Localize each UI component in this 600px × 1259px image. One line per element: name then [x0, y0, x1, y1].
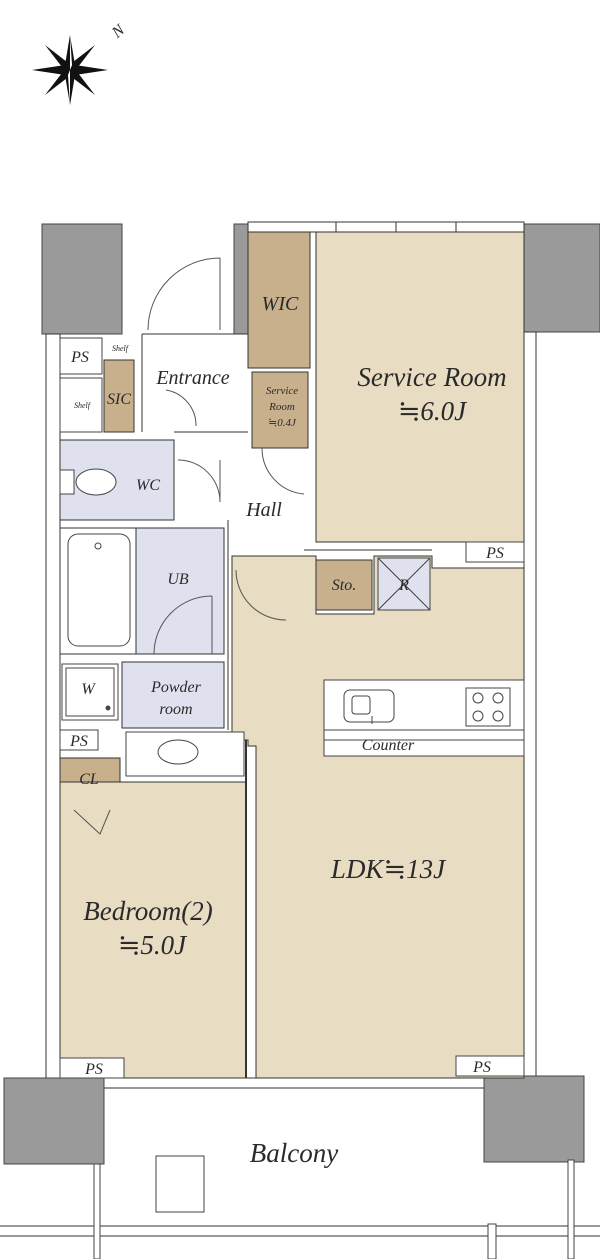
fixtures	[0, 468, 600, 1259]
bedroom-size: ≒5.0J	[118, 930, 188, 960]
compass-rose-icon	[32, 30, 115, 105]
sic-label: SIC	[107, 391, 131, 408]
counter-label: Counter	[362, 737, 415, 754]
ldk-area	[231, 555, 525, 1079]
wic-area	[247, 231, 311, 369]
sto-label: Sto.	[332, 577, 356, 594]
service-room-name: Service Room	[357, 362, 506, 392]
counter-icon	[323, 679, 525, 757]
ps-boxes	[59, 337, 525, 1079]
cl-label: CL	[79, 771, 99, 788]
ps-bedroom-label: PS	[84, 1061, 103, 1078]
small-service-room-size: ≒0.4J	[268, 417, 297, 429]
ub-area	[135, 527, 225, 655]
doors	[73, 257, 432, 1078]
wc-label: WC	[136, 477, 160, 494]
shelf-top-label: Shelf	[112, 344, 130, 353]
powder-room-area	[121, 661, 225, 729]
sic-area	[103, 359, 135, 433]
sto-area	[315, 559, 373, 611]
washer-icon	[61, 663, 119, 721]
small-service-room-line2: Room	[268, 401, 295, 413]
ps-entrance-label: PS	[70, 349, 89, 366]
north-label: N	[108, 21, 129, 42]
wic-label: WIC	[262, 293, 299, 315]
ub-label: UB	[167, 571, 189, 588]
service-room-size: ≒6.0J	[398, 396, 468, 426]
bathtub-icon	[67, 533, 131, 647]
shelf-left-label: Shelf	[74, 401, 92, 410]
washer-label: W	[81, 681, 96, 698]
bedroom-area	[59, 781, 247, 1079]
ps-vanity-label: PS	[69, 733, 88, 750]
balcony-label: Balcony	[250, 1138, 338, 1168]
powder-room-line1: Powder	[150, 679, 202, 696]
ps-ldk-label: PS	[472, 1059, 491, 1076]
outdoor-unit-icon	[155, 1155, 205, 1213]
ps-service-label: PS	[485, 545, 504, 562]
refrigerator-icon	[377, 557, 431, 611]
toilet-icon	[59, 468, 117, 496]
sink-icon	[125, 731, 245, 777]
small-service-room-line1: Service	[266, 385, 298, 397]
refrigerator-label: R	[398, 577, 409, 594]
bedroom-name: Bedroom(2)	[83, 896, 212, 926]
entrance-label: Entrance	[155, 367, 229, 389]
small-service-room-area	[251, 371, 309, 449]
service-room-area	[315, 231, 525, 543]
walls	[3, 221, 600, 1165]
ldk-label: LDK≒13J	[330, 854, 447, 884]
room-labels: Service Room ≒6.0J WIC Service Room ≒0.4…	[69, 293, 506, 1168]
hall-label: Hall	[245, 499, 282, 521]
powder-room-line2: room	[159, 701, 192, 718]
